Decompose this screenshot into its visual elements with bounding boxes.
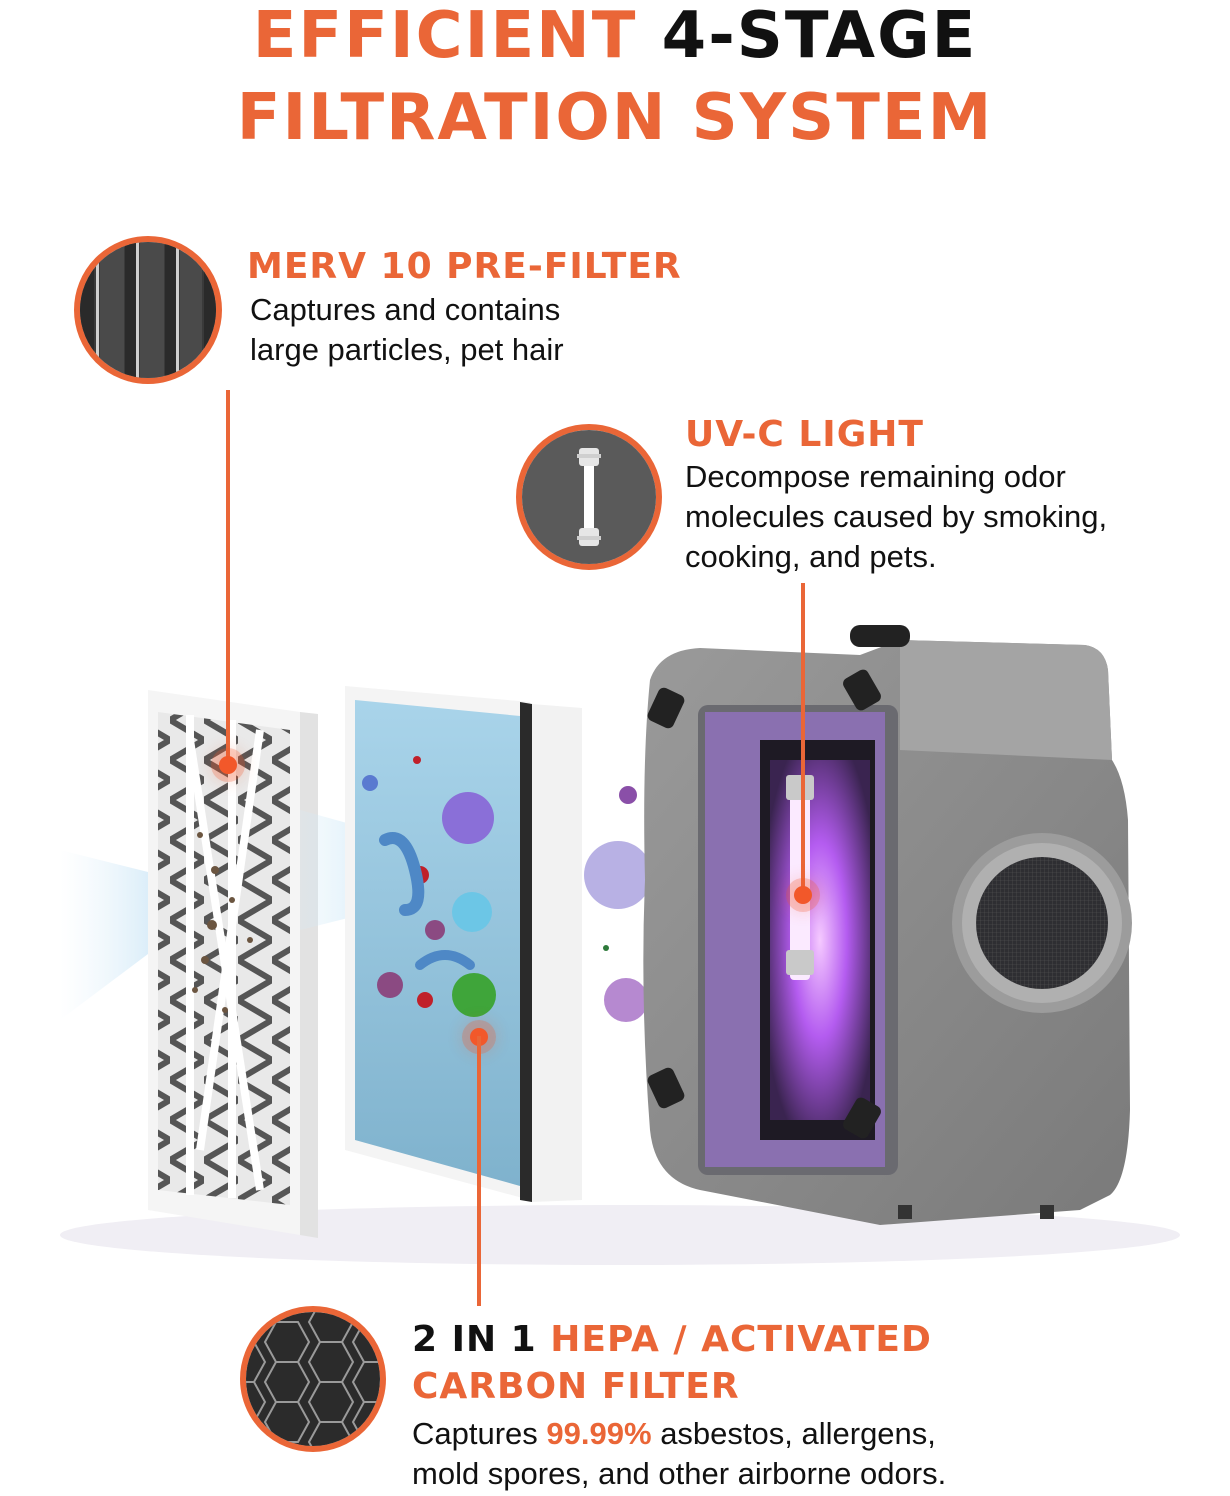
hepa-heading-line-2: CARBON FILTER xyxy=(412,1366,740,1407)
hepa-body-suffix: asbestos, allergens, xyxy=(660,1416,936,1451)
hepa-description-line-2: mold spores, and other airborne odors. xyxy=(412,1456,947,1491)
uvc-description: Decompose remaining odor molecules cause… xyxy=(685,457,1107,577)
page-title-line-1: EFFICIENT 4-STAGE xyxy=(0,4,1230,68)
prefilter-heading: MERV 10 PRE-FILTER xyxy=(247,246,682,287)
prefilter-description: Captures and contains large particles, p… xyxy=(250,290,564,370)
title-4-stage: 4-STAGE xyxy=(661,0,978,73)
hepa-efficiency-stat: 99.99% xyxy=(546,1416,652,1451)
uvc-leader-line xyxy=(801,583,805,895)
page-title-line-2: FILTRATION SYSTEM xyxy=(236,81,994,155)
uvc-heading: UV-C LIGHT xyxy=(685,414,924,455)
air-scrubber-device xyxy=(643,625,1132,1225)
hepa-carbon-filter xyxy=(345,686,582,1202)
title-efficient: EFFICIENT xyxy=(252,0,638,73)
uvc-description-line-3: cooking, and pets. xyxy=(685,539,937,574)
prefilter-description-line-2: large particles, pet hair xyxy=(250,332,564,367)
hepa-heading-line-1: 2 IN 1 HEPA / ACTIVATED xyxy=(412,1322,932,1358)
pleated-filter-icon xyxy=(74,236,222,384)
hepa-leader-line xyxy=(477,1036,481,1306)
prefilter-leader-line xyxy=(226,390,230,758)
honeycomb-carbon-icon xyxy=(240,1306,386,1452)
prefilter-callout-dot xyxy=(219,756,237,774)
hepa-heading-2in1: 2 IN 1 xyxy=(412,1319,537,1360)
hepa-body-prefix: Captures xyxy=(412,1416,538,1451)
hepa-heading-hepa-activated: HEPA / ACTIVATED xyxy=(550,1319,932,1360)
uvc-description-line-2: molecules caused by smoking, xyxy=(685,499,1108,534)
uvc-description-line-1: Decompose remaining odor xyxy=(685,459,1066,494)
prefilter-description-line-1: Captures and contains xyxy=(250,292,561,327)
hepa-description: Captures 99.99% asbestos, allergens, mol… xyxy=(412,1414,946,1494)
hepa-description-line-1: Captures 99.99% asbestos, allergens, xyxy=(412,1414,946,1454)
uv-lamp-icon xyxy=(516,424,662,570)
uvc-callout-dot xyxy=(794,886,812,904)
filtration-illustration xyxy=(60,625,1180,1265)
pleated-prefilter xyxy=(148,690,318,1238)
